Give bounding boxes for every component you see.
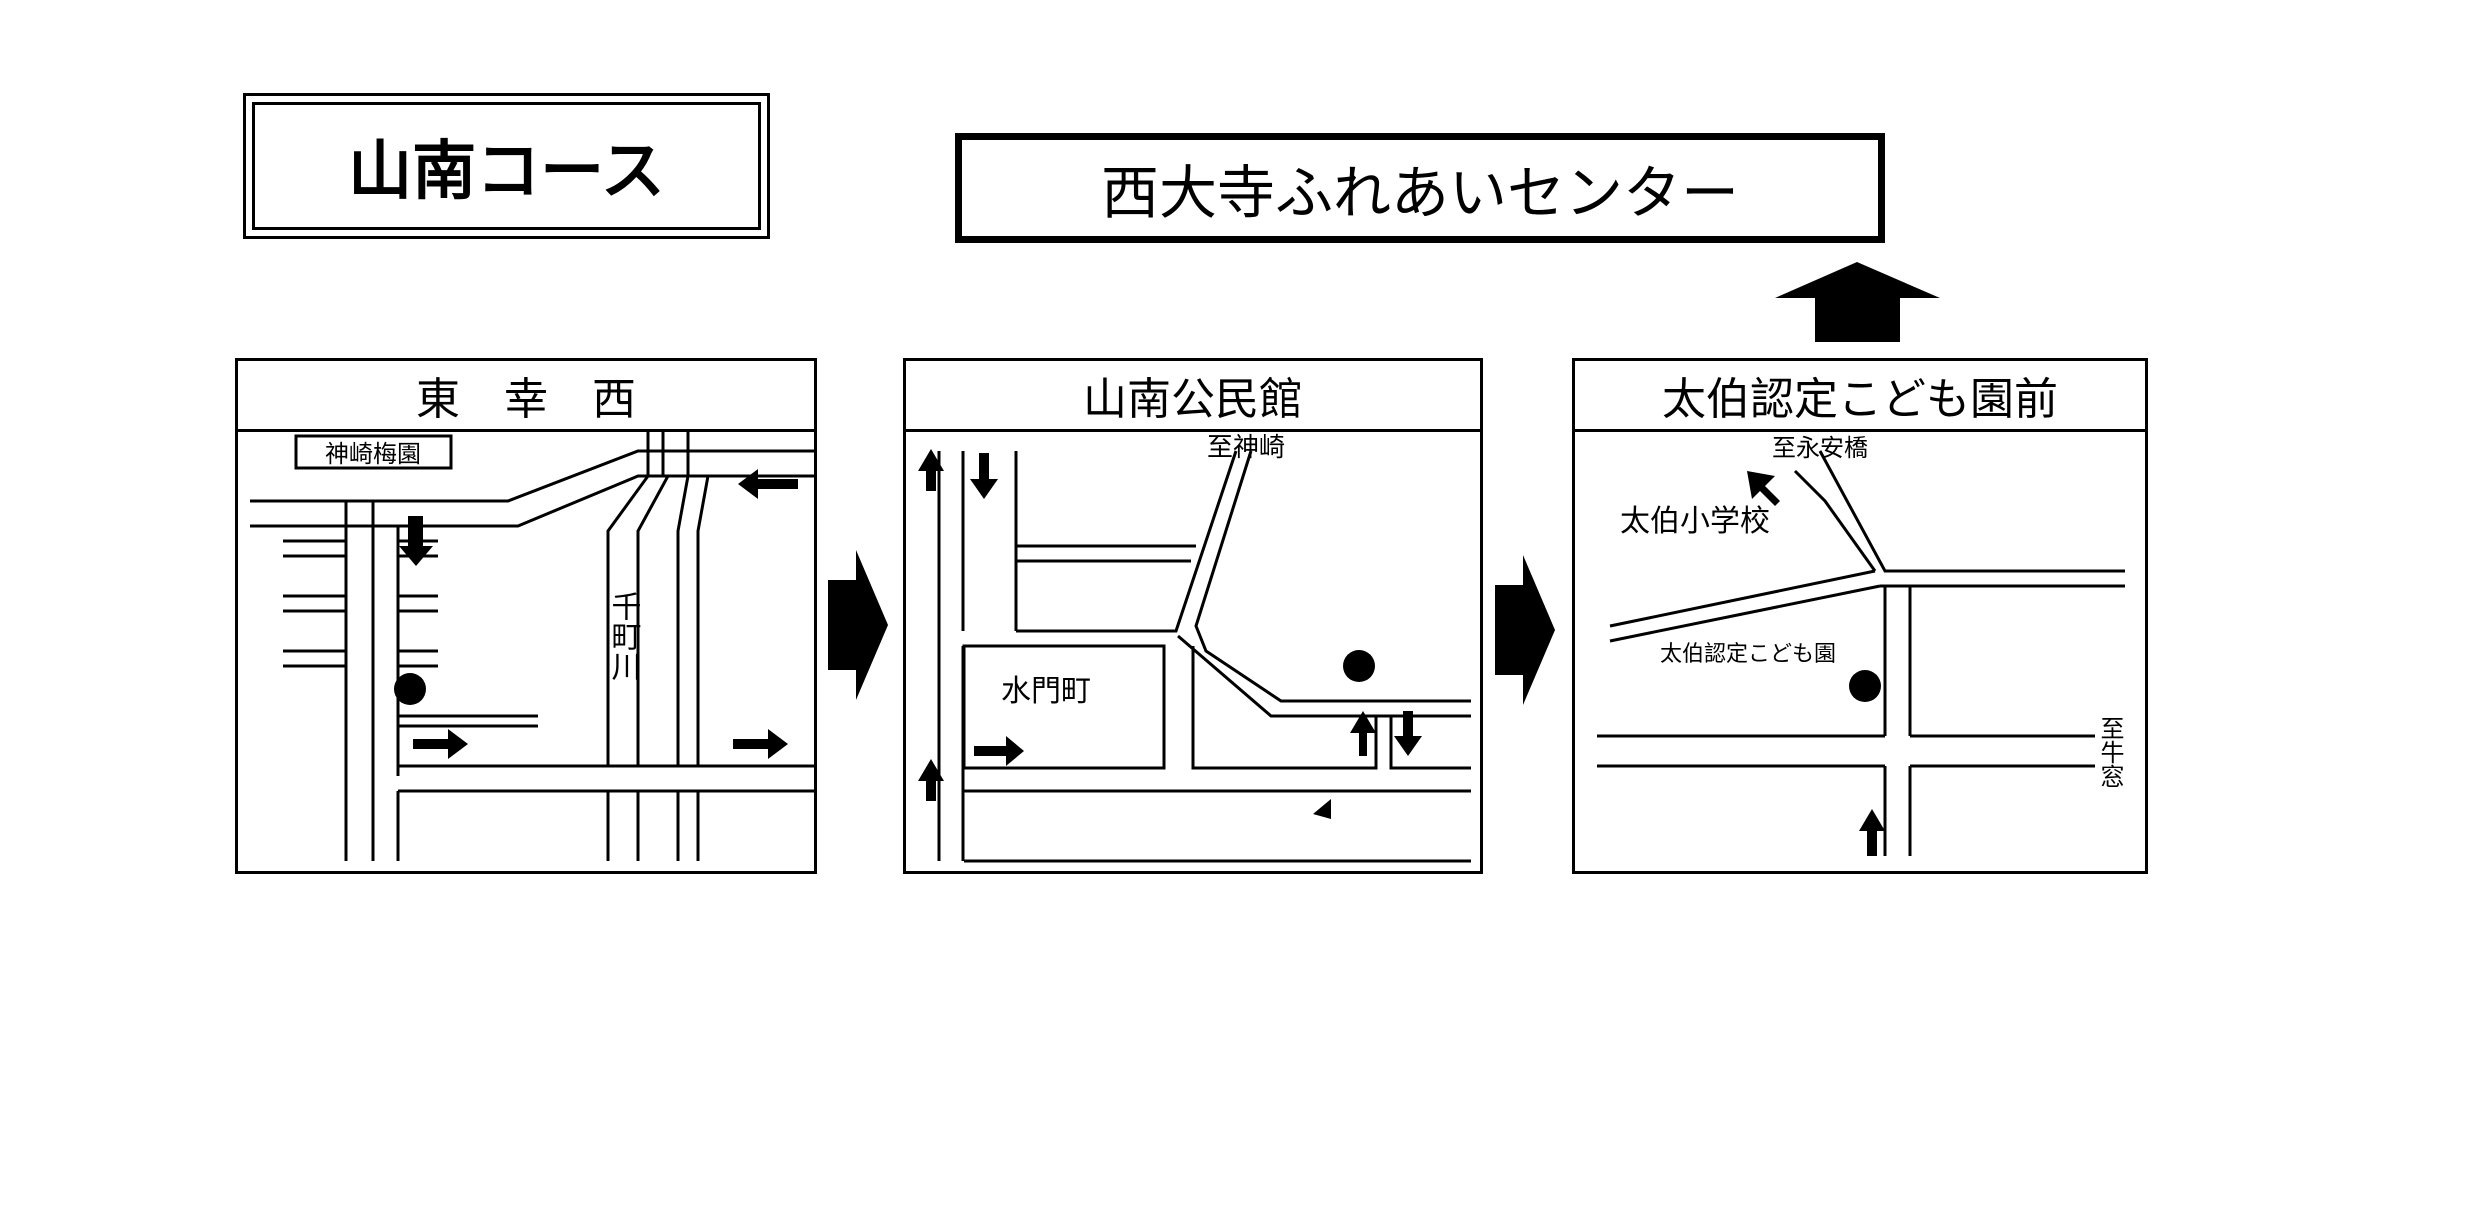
map-drawing: 至神崎 水門町: [918, 433, 1471, 863]
up-arrow-icon: [1775, 262, 1940, 342]
panel-title: 東 幸 西: [238, 361, 814, 432]
river-label: 千町川: [606, 591, 642, 681]
panel-title: 太伯認定こども園前: [1575, 361, 2145, 432]
right-arrow-icon: [828, 550, 888, 700]
map-panel-sannan-community-hall: 山南公民館: [903, 358, 1483, 874]
direction-east-label: 至牛窓: [2096, 716, 2124, 788]
direction-label: 至永安橋: [1772, 434, 1868, 462]
facility-label: 太伯認定こども園: [1660, 642, 1836, 667]
panel-title: 山南公民館: [906, 361, 1480, 432]
map-drawing: 至永安橋 太伯小学校 太伯認定こども園 至牛窓: [1597, 434, 2125, 856]
stop-marker: [1343, 650, 1375, 682]
direction-label: 至神崎: [1207, 433, 1285, 463]
school-label: 太伯小学校: [1620, 504, 1770, 539]
stop-marker: [1849, 670, 1881, 702]
district-label: 水門町: [1001, 674, 1091, 709]
course-title: 山南コース: [252, 102, 761, 230]
map-drawing: 神崎梅園 千町川: [250, 429, 814, 861]
place-sign-label: 神崎梅園: [325, 440, 421, 468]
map-panel-higashikosai: 東 幸 西: [235, 358, 817, 874]
destination-title: 西大寺ふれあいセンター: [955, 133, 1885, 243]
right-arrow-icon: [1495, 555, 1555, 705]
map-panel-taihaku-kodomoen: 太伯認定こども園前 至永安橋 太伯小学校 太伯認定こど: [1572, 358, 2148, 874]
course-title-box: 山南コース: [243, 93, 770, 239]
stop-marker: [394, 673, 426, 705]
